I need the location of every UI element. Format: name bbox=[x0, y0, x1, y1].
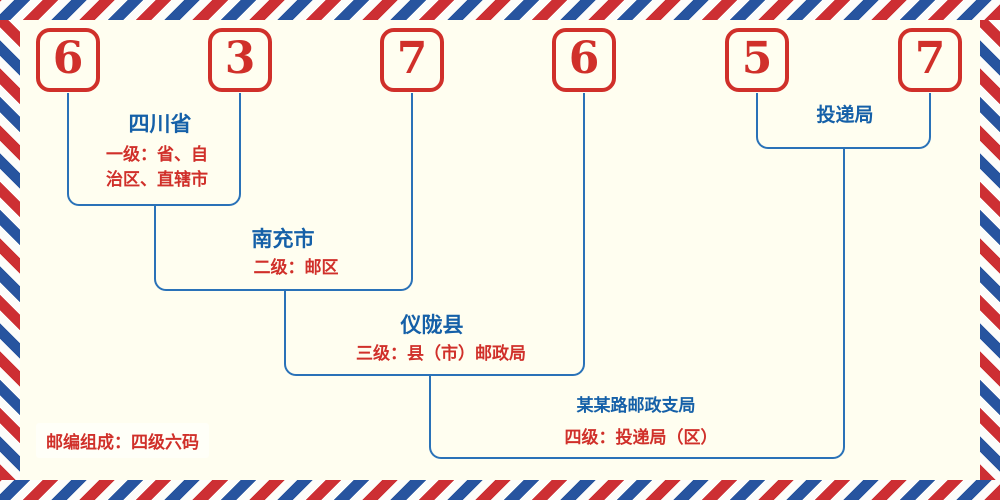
county-name: 仪陇县 bbox=[400, 313, 464, 337]
district-vertical-line bbox=[411, 93, 413, 207]
branch-vertical-line bbox=[843, 147, 845, 377]
delivery-name: 投递局 bbox=[816, 104, 874, 126]
district-desc: 二级：邮区 bbox=[253, 258, 339, 278]
digit-6: 7 bbox=[914, 33, 946, 84]
digit-box-5: 5 bbox=[725, 28, 789, 92]
branch-desc: 四级：投递局（区） bbox=[564, 428, 718, 448]
airmail-border-bottom bbox=[0, 480, 1000, 500]
county-vertical-line bbox=[583, 93, 585, 292]
digit-box-2: 3 bbox=[208, 28, 272, 92]
digit-box-4: 6 bbox=[552, 28, 616, 92]
digit-4: 6 bbox=[568, 33, 600, 84]
province-desc-line2: 治区、直辖市 bbox=[106, 170, 208, 190]
composition-note: 邮编组成：四级六码 bbox=[36, 423, 209, 458]
airmail-border-left bbox=[0, 20, 20, 480]
digit-box-3: 7 bbox=[380, 28, 444, 92]
branch-bracket-line bbox=[429, 375, 845, 459]
digit-box-1: 6 bbox=[36, 28, 100, 92]
digit-2: 3 bbox=[224, 33, 256, 84]
province-desc-line1: 一级：省、自 bbox=[106, 145, 208, 165]
digit-5: 5 bbox=[741, 33, 773, 84]
province-desc: 一级：省、自 治区、直辖市 bbox=[77, 143, 237, 193]
airmail-border-right bbox=[980, 20, 1000, 480]
district-bracket-line bbox=[154, 205, 413, 291]
district-name: 南充市 bbox=[251, 227, 315, 251]
airmail-border-top bbox=[0, 0, 1000, 20]
digit-box-6: 7 bbox=[898, 28, 962, 92]
branch-name: 某某路邮政支局 bbox=[576, 396, 696, 416]
delivery-bracket-line bbox=[756, 93, 931, 149]
digit-1: 6 bbox=[52, 33, 84, 84]
digit-3: 7 bbox=[396, 33, 428, 84]
province-name: 四川省 bbox=[128, 112, 192, 136]
county-desc: 三级：县（市）邮政局 bbox=[356, 344, 526, 364]
